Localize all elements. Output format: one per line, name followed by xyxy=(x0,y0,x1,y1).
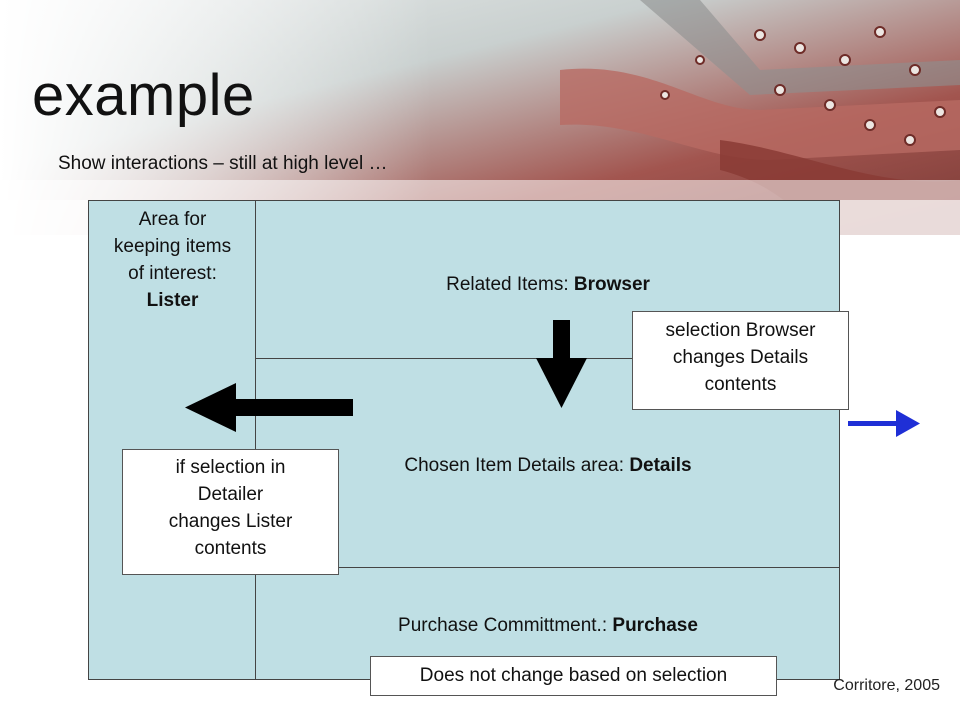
purchase-interaction-note: Does not change based on selection xyxy=(370,656,777,696)
browser-interaction-note: selection Browser changes Details conten… xyxy=(632,311,849,410)
slide-title: example xyxy=(32,63,255,128)
lister-area-label: Area for keeping items of interest: List… xyxy=(90,206,255,314)
details-area-label: Chosen Item Details area: Details xyxy=(404,455,692,476)
browser-name: Browser xyxy=(573,274,650,295)
details-divider xyxy=(255,567,840,568)
author-credit: Corritore, 2005 xyxy=(833,677,940,694)
browser-area-label: Related Items: Browser xyxy=(446,274,650,295)
layout-panel xyxy=(88,200,840,680)
purchase-area-label: Purchase Committment.: Purchase xyxy=(398,615,698,636)
slide-subtitle: Show interactions – still at high level … xyxy=(58,153,388,174)
lister-name: Lister xyxy=(146,290,199,311)
right-arrow-icon[interactable] xyxy=(848,410,920,437)
details-name: Details xyxy=(629,455,692,476)
lister-divider xyxy=(255,200,256,680)
purchase-name: Purchase xyxy=(612,615,698,636)
lister-interaction-note: if selection in Detailer changes Lister … xyxy=(122,449,339,575)
